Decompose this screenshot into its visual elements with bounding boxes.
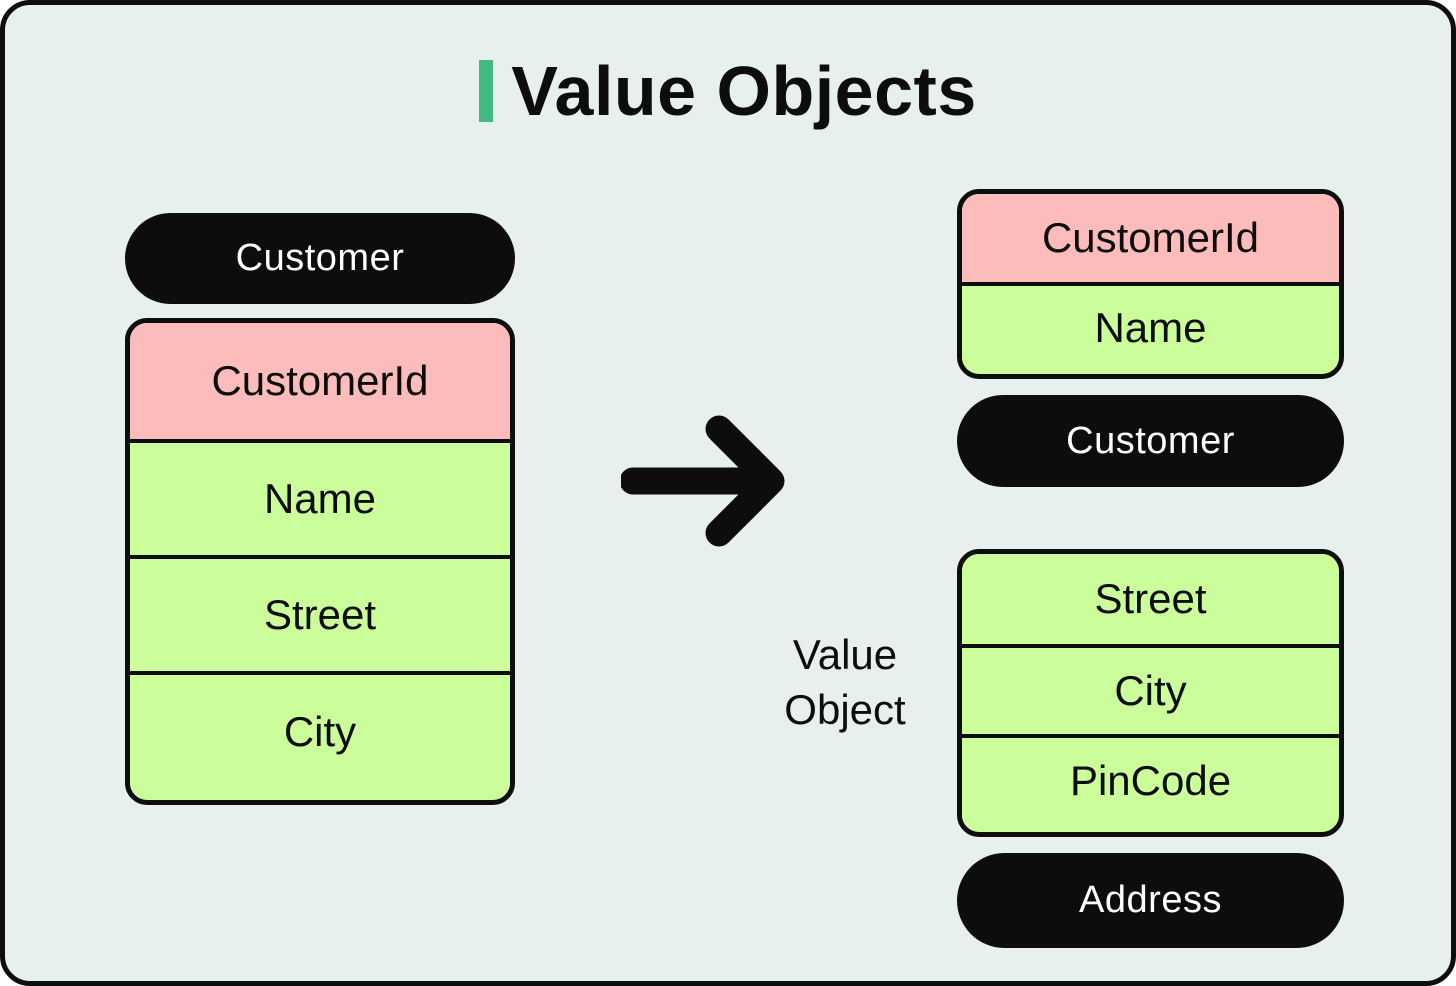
entity-pill-label: Customer [235, 237, 405, 279]
entity-pill-label: Customer [1066, 419, 1235, 462]
table-row: Name [962, 282, 1339, 370]
entity-pill-customer-right: Customer [957, 395, 1344, 487]
table-row: CustomerId [962, 194, 1339, 282]
entity-pill-customer-left: Customer [125, 213, 515, 304]
table-row: Street [130, 555, 510, 671]
table-row: PinCode [962, 734, 1339, 824]
customer-table-left: CustomerId Name Street City [125, 318, 515, 805]
page-title: Value Objects [511, 52, 977, 130]
table-row: Name [130, 439, 510, 555]
address-table: Street City PinCode [957, 549, 1344, 837]
table-row: City [130, 671, 510, 788]
customer-table-right: CustomerId Name [957, 189, 1344, 379]
right-arrow-icon [621, 415, 785, 547]
table-row: Street [962, 554, 1339, 644]
entity-pill-label: Address [1079, 879, 1222, 921]
title-row: Value Objects [5, 51, 1451, 131]
table-row: CustomerId [130, 323, 510, 439]
entity-pill-address: Address [957, 853, 1344, 948]
table-row: City [962, 644, 1339, 734]
title-accent-bar [479, 60, 494, 122]
value-object-annotation: Value Object [784, 631, 906, 733]
